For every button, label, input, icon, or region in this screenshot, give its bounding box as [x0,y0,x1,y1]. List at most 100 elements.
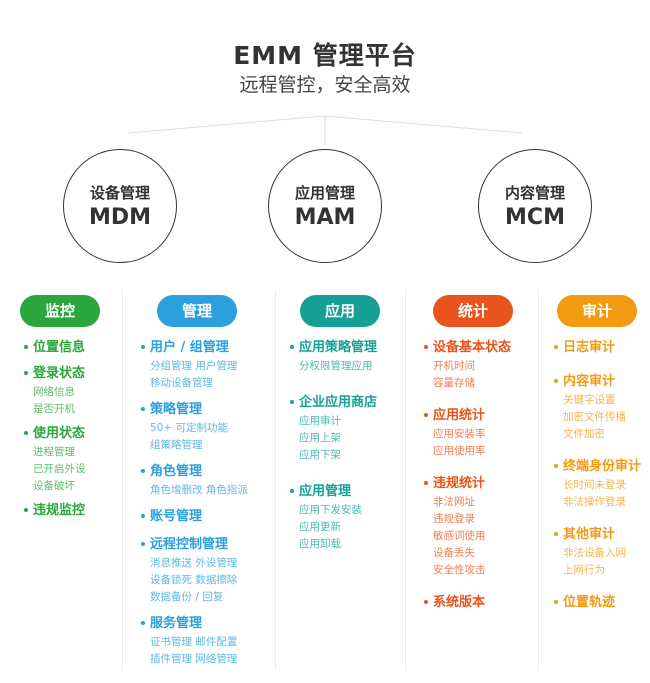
feature-title: 使用状态 [33,426,86,441]
feature-title: 违规监控 [33,503,86,518]
feature-group: 位置轨迹 [554,593,641,613]
category-column: 位置信息登录状态网络信息是否开机使用状态进程管理已开启外设设备破坏违规监控 [24,338,86,527]
category-pill-2[interactable]: 管理 [157,295,237,327]
feature-item: 设备破坏 [33,480,75,492]
feature-heading: 远程控制管理 [141,535,248,555]
bullet-icon [24,344,28,349]
feature-heading: 登录状态 [24,364,86,384]
connector-left [127,115,326,134]
module-abbr: MCM [505,205,565,230]
bullet-icon [554,531,558,536]
feature-group: 设备基本状态开机时间容量存储 [424,338,511,392]
module-abbr: MAM [294,205,356,230]
bullet-icon [141,468,145,473]
feature-item: 分权限管理应用 [299,360,373,372]
feature-item: 应用安装率 [433,428,486,440]
feature-heading: 策略管理 [141,400,248,420]
bullet-icon [554,378,558,383]
feature-group: 角色管理角色增删改 角色指派 [141,462,248,499]
bullet-icon [141,406,145,411]
feature-item: 非法设备入网 [563,547,626,559]
bullet-icon [141,541,145,546]
bullet-icon [290,344,294,349]
feature-title: 策略管理 [150,402,203,417]
feature-title: 位置信息 [33,340,86,355]
feature-group: 违规统计非法网址违规登录敏感词使用设备丢失安全性攻击 [424,474,511,579]
feature-title: 其他审计 [563,527,616,542]
feature-title: 远程控制管理 [150,537,229,552]
page-title: EMM 管理平台 [233,41,417,70]
feature-item: 开机时间 [433,360,475,372]
category-pill-5[interactable]: 审计 [557,295,637,327]
feature-title: 系统版本 [433,595,486,610]
feature-item: 已开启外设 [33,463,86,475]
feature-item: 应用卸载 [299,538,341,550]
feature-group: 用户 / 组管理分组管理 用户管理移动设备管理 [141,338,248,392]
feature-item: 应用使用率 [433,445,486,457]
feature-title: 应用管理 [299,484,352,499]
feature-group: 登录状态网络信息是否开机 [24,364,86,418]
feature-item: 非法网址 [433,496,475,508]
feature-title: 应用策略管理 [299,340,378,355]
category-pill-1[interactable]: 监控 [20,295,100,327]
feature-group: 日志审计 [554,338,641,358]
feature-item: 敏感词使用 [433,530,486,542]
feature-group: 应用策略管理分权限管理应用 [290,338,377,375]
bullet-icon [554,344,558,349]
feature-heading: 内容审计 [554,372,641,392]
bullet-icon [24,370,28,375]
feature-title: 用户 / 组管理 [150,340,229,355]
feature-title: 违规统计 [433,476,486,491]
feature-item: 应用审计 [299,415,341,427]
feature-item: 组策略管理 [150,439,203,451]
feature-item: 证书管理 邮件配置 [150,636,238,648]
bullet-icon [141,513,145,518]
feature-item: 角色增删改 角色指派 [150,484,248,496]
feature-title: 终端身份审计 [563,459,642,474]
category-pill-4[interactable]: 统计 [433,295,513,327]
module-name: 内容管理 [504,184,565,202]
feature-group: 应用统计应用安装率应用使用率 [424,406,511,460]
feature-heading: 设备基本状态 [424,338,511,358]
feature-item: 上网行为 [563,564,605,576]
category-column: 日志审计内容审计关键字设置加密文件传播文件加密终端身份审计长时间未登录非法操作登… [554,338,641,627]
category-pill-3[interactable]: 应用 [300,295,380,327]
bullet-icon [424,480,428,485]
feature-item: 关键字设置 [563,394,616,406]
feature-group: 账号管理 [141,507,248,527]
feature-group: 终端身份审计长时间未登录非法操作登录 [554,457,641,511]
feature-item: 进程管理 [33,446,75,458]
feature-item: 长时间未登录 [563,479,626,491]
feature-heading: 服务管理 [141,614,248,634]
feature-item: 安全性攻击 [433,564,486,576]
feature-item: 应用下架 [299,449,341,461]
bullet-icon [290,399,294,404]
feature-heading: 应用管理 [290,482,377,502]
bullet-icon [424,412,428,417]
feature-heading: 应用策略管理 [290,338,377,358]
feature-item: 加密文件传播 [563,411,626,423]
bullet-icon [554,599,558,604]
feature-item: 设备丢失 [433,547,475,559]
feature-heading: 终端身份审计 [554,457,641,477]
feature-title: 企业应用商店 [299,395,378,410]
feature-heading: 企业应用商店 [290,393,377,413]
feature-heading: 角色管理 [141,462,248,482]
feature-group: 位置信息 [24,338,86,358]
bullet-icon [424,344,428,349]
feature-item: 分组管理 用户管理 [150,360,238,372]
feature-heading: 应用统计 [424,406,511,426]
feature-title: 角色管理 [150,464,203,479]
feature-heading: 其他审计 [554,525,641,545]
feature-item: 应用下发安装 [299,504,362,516]
feature-title: 日志审计 [563,340,616,355]
connector-lines [127,115,523,145]
module-abbr: MDM [88,205,152,230]
feature-group: 远程控制管理消息推送 外设管理设备锁死 数据擦除数据备份 / 回复 [141,535,248,606]
feature-heading: 用户 / 组管理 [141,338,248,358]
bullet-icon [290,488,294,493]
